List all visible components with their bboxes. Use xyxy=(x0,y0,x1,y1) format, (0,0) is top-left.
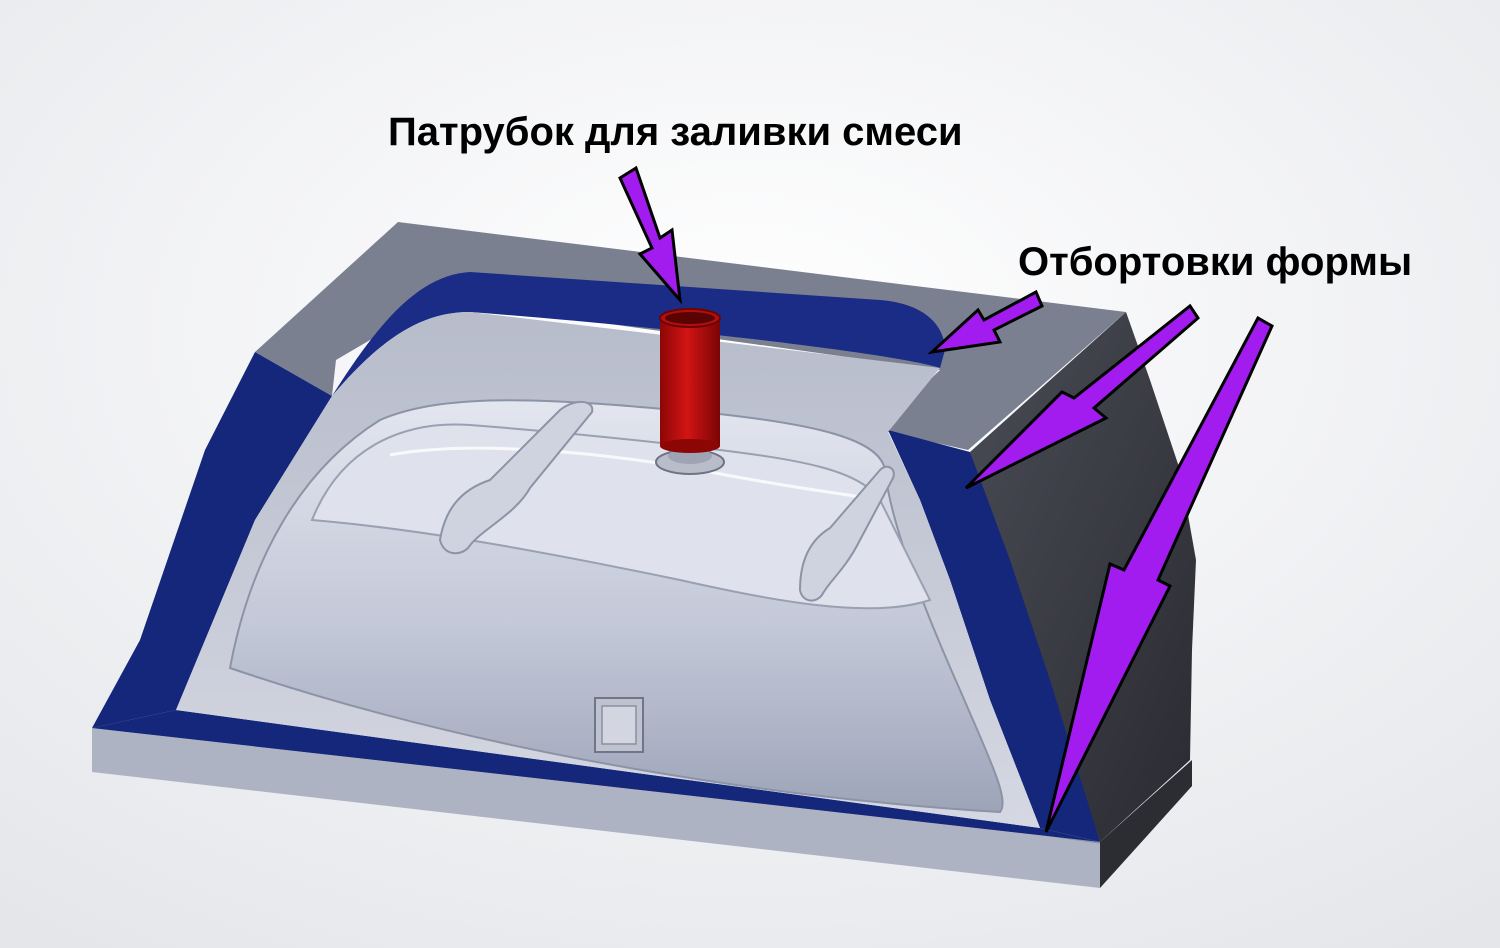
mold-flanges-label: Отбортовки формы xyxy=(1018,240,1413,284)
bathtub-shell xyxy=(228,399,1004,814)
filler-pipe xyxy=(655,308,725,475)
arrow-right-bottom xyxy=(1044,315,1274,833)
mold-left-wall xyxy=(92,352,332,728)
filler-pipe-label: Патрубок для заливки смеси xyxy=(388,110,963,154)
mold-back-flange xyxy=(332,272,945,396)
arrow-filler-pipe xyxy=(618,165,683,305)
arrow-back-flange xyxy=(927,289,1044,355)
mold-front-flange xyxy=(92,710,1100,842)
mold-right-wall xyxy=(888,430,1100,842)
arrow-right-edge xyxy=(964,303,1200,490)
